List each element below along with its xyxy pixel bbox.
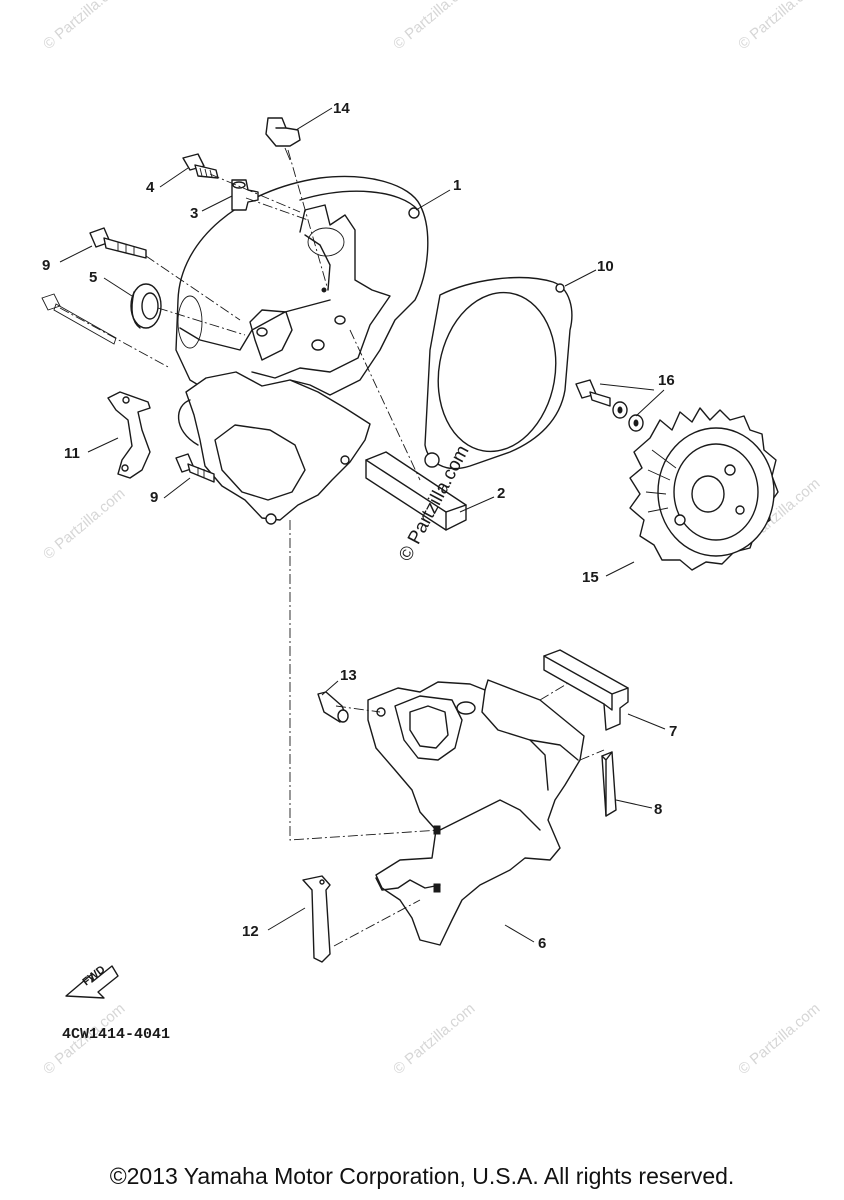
part-10-gasket xyxy=(424,276,573,470)
copyright-notice: ©2013 Yamaha Motor Corporation, U.S.A. A… xyxy=(109,1163,735,1189)
callout-16: 16 xyxy=(658,372,675,389)
part-7-foam-block xyxy=(543,649,629,731)
callout-15: 15 xyxy=(582,569,599,586)
callout-4: 4 xyxy=(146,179,155,196)
part-9-bolt-lower xyxy=(175,453,215,483)
part-4-bolt xyxy=(182,153,219,179)
part-long-bolt xyxy=(41,293,171,369)
forward-arrow-icon: FWD xyxy=(65,963,119,999)
callout-10: 10 xyxy=(597,258,614,275)
callout-12: 12 xyxy=(242,923,259,940)
part-5-grommet xyxy=(130,283,162,329)
part-6-lower-shroud xyxy=(367,679,585,946)
callout-11: 11 xyxy=(64,445,80,462)
part-16-bolt-washers xyxy=(575,379,644,432)
part-1-flange xyxy=(177,371,371,525)
callout-2: 2 xyxy=(497,485,506,502)
callout-9-upper: 9 xyxy=(42,257,51,274)
part-3-grommet-bolt xyxy=(231,179,259,211)
part-8-foam-piece xyxy=(601,751,617,817)
part-12-clip xyxy=(302,875,331,963)
part-2-seal-strip xyxy=(365,451,467,531)
diagram-reference-code: 4CW1414-4041 xyxy=(62,1026,171,1043)
part-11-bracket xyxy=(107,391,151,479)
part-1-upper-shroud xyxy=(175,175,429,401)
callout-3: 3 xyxy=(190,205,199,222)
callout-1: 1 xyxy=(453,177,462,194)
callout-6: 6 xyxy=(538,935,547,952)
part-14-clip xyxy=(265,117,301,161)
callout-14: 14 xyxy=(333,100,350,117)
callout-8: 8 xyxy=(654,801,663,818)
part-15-flywheel xyxy=(629,407,779,571)
callout-13: 13 xyxy=(340,667,357,684)
callout-7: 7 xyxy=(669,723,678,740)
part-9-bolt-upper xyxy=(89,227,147,259)
callout-9-lower: 9 xyxy=(150,489,159,506)
callout-5: 5 xyxy=(89,269,98,286)
